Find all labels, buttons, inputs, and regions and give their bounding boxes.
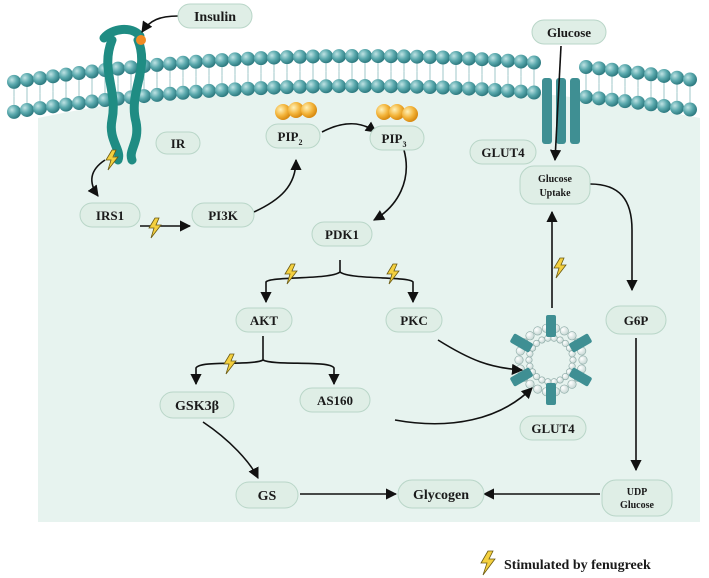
arrow-gsk3b-gs xyxy=(202,421,259,480)
gs-label: GS xyxy=(258,489,277,504)
bolts xyxy=(105,149,567,375)
gsk3b-label: GSK3β xyxy=(175,399,219,414)
arrow-pi3k-pip2 xyxy=(253,158,302,213)
udp-glucose-label-line1: UDP xyxy=(627,487,648,498)
node-pdk1: PDK1 xyxy=(311,221,373,247)
node-pi3k: PI3K xyxy=(191,202,255,228)
arrow-uptake-g6p xyxy=(589,183,638,292)
pdk1-label: PDK1 xyxy=(325,227,359,242)
glut4-vesicle-label: GLUT4 xyxy=(531,421,575,436)
arrow-akt-gsk3b xyxy=(196,336,264,384)
legend-bolt-icon xyxy=(480,550,496,576)
lightning-bolt-icon xyxy=(386,263,400,285)
lightning-bolt-icon xyxy=(553,257,567,279)
pip2-subscript: 2 xyxy=(298,138,302,147)
lightning-bolt-icon xyxy=(223,353,237,375)
glut4-vesicle xyxy=(510,315,592,405)
node-akt: AKT xyxy=(235,307,293,333)
lightning-bolt-icon xyxy=(284,263,298,285)
pkc-label: PKC xyxy=(400,313,427,328)
pip3-label: PIP xyxy=(382,131,403,146)
node-glut4-membrane: GLUT4 xyxy=(469,139,537,165)
insulin-receptor xyxy=(99,25,147,165)
svg-text:PIP3: PIP3 xyxy=(382,131,407,149)
node-glut4-vesicle: GLUT4 xyxy=(519,415,587,441)
arrow-as160-glut4 xyxy=(394,387,533,425)
arrow-insulin-ir xyxy=(141,15,179,33)
node-glucose: Glucose xyxy=(531,19,607,45)
node-udp-glucose: UDP Glucose xyxy=(601,479,673,517)
lightning-bolt-icon xyxy=(105,149,119,171)
arrow-pip2-pip3 xyxy=(321,121,377,133)
pi3k-label: PI3K xyxy=(208,208,239,223)
node-pip3: PIP3 xyxy=(369,125,425,151)
lightning-bolt-icon xyxy=(148,217,162,239)
insulin-molecule-icon xyxy=(136,35,146,45)
node-pkc: PKC xyxy=(385,307,443,333)
pip3-subscript: 3 xyxy=(402,140,406,149)
node-insulin: Insulin xyxy=(177,3,253,29)
node-gsk3b: GSK3β xyxy=(159,391,235,419)
cell-membrane xyxy=(7,49,697,119)
akt-label: AKT xyxy=(250,313,279,328)
arrow-akt-as160 xyxy=(262,359,340,386)
node-gs: GS xyxy=(235,481,299,509)
arrow-pkc-glut4 xyxy=(437,339,524,375)
arrow-glucose-uptake xyxy=(549,45,562,162)
arrow-pip3-pdk1 xyxy=(373,149,408,221)
glut4-channel xyxy=(542,78,580,144)
nodes: Insulin IR PIP2 PIP3 IRS1 PI3K PDK1 AKT … xyxy=(79,3,673,517)
node-g6p: G6P xyxy=(605,305,667,335)
legend: Stimulated by fenugreek xyxy=(480,550,651,576)
glycogen-label: Glycogen xyxy=(413,488,469,503)
arrow-pdk1-pkc xyxy=(339,271,419,304)
ir-label: IR xyxy=(171,136,186,151)
node-pip2: PIP2 xyxy=(265,123,321,149)
insulin-label: Insulin xyxy=(194,10,236,25)
node-ir: IR xyxy=(155,131,201,155)
pip-beads xyxy=(275,102,418,122)
cytoplasm-area xyxy=(38,84,700,522)
arrow-ir-irs1 xyxy=(87,159,106,197)
node-as160: AS160 xyxy=(299,387,371,413)
glucose-uptake-label-line1: Glucose xyxy=(538,174,572,185)
pip2-label: PIP xyxy=(278,129,299,144)
svg-text:PIP2: PIP2 xyxy=(278,129,303,147)
pathway-arrows xyxy=(87,15,642,500)
irs1-label: IRS1 xyxy=(96,208,124,223)
node-glucose-uptake: Glucose Uptake xyxy=(519,165,591,205)
node-glycogen: Glycogen xyxy=(397,479,485,509)
arrow-pdk1-akt xyxy=(266,260,341,302)
node-irs1: IRS1 xyxy=(79,202,141,228)
legend-label: Stimulated by fenugreek xyxy=(504,558,651,573)
glucose-label: Glucose xyxy=(547,25,591,40)
g6p-label: G6P xyxy=(624,313,649,328)
udp-glucose-label-line2: Glucose xyxy=(620,500,654,511)
glucose-uptake-label-line2: Uptake xyxy=(539,188,571,199)
glut4-membrane-label: GLUT4 xyxy=(481,145,525,160)
as160-label: AS160 xyxy=(317,393,353,408)
